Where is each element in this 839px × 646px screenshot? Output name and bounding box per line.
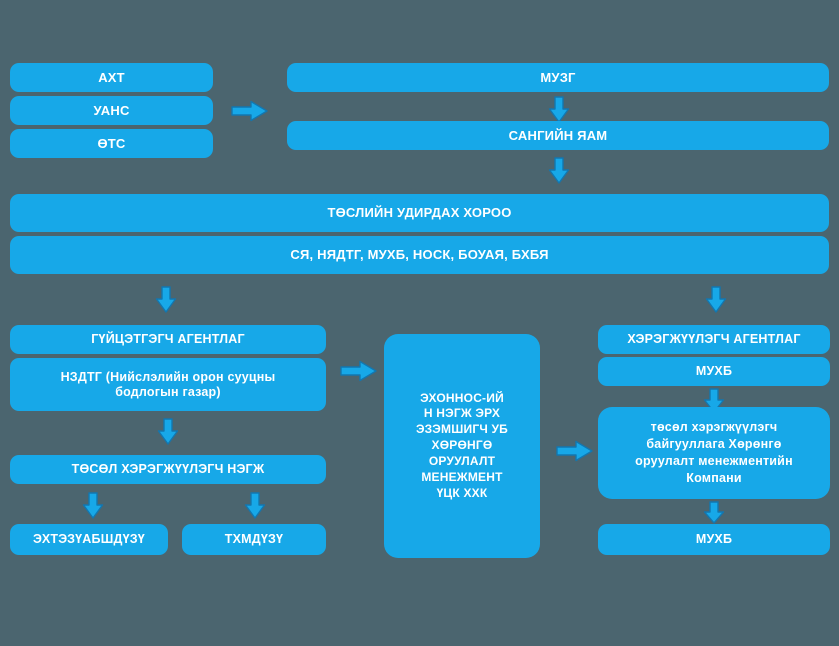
node-uans[interactable]: УАНС xyxy=(10,96,213,125)
arrow-right-icon-center-to-company xyxy=(556,440,594,462)
node-executing-agency[interactable]: ГҮЙЦЭТГЭГЧ АГЕНТЛАГ xyxy=(10,325,326,354)
arrow-down-icon-to-heregjuulegch xyxy=(705,286,727,314)
arrow-right-icon-to-center xyxy=(340,360,378,382)
node-ots[interactable]: ӨТС xyxy=(10,129,213,158)
node-project-implementing-company[interactable]: төсөл хэрэгжүүлэгч байгууллага Хөрөнгө о… xyxy=(598,407,830,499)
node-aht[interactable]: АХТ xyxy=(10,63,213,92)
arrow-down-icon-to-guitsetgegch xyxy=(155,286,177,314)
arrow-down-icon-muzg-sangiin xyxy=(548,96,570,124)
arrow-down-icon-sangiin-horoo xyxy=(548,157,570,185)
node-sangiin-yam[interactable]: САНГИЙН ЯАМ xyxy=(287,121,829,150)
node-muzg[interactable]: МУЗГ xyxy=(287,63,829,92)
arrow-down-icon-negj-left-leaf xyxy=(82,492,104,520)
arrow-down-icon-nzdtg-negj xyxy=(157,418,179,446)
node-muhb-bottom[interactable]: МУХБ xyxy=(598,524,830,555)
arrow-down-icon-company-muhb xyxy=(703,501,725,525)
node-project-steering-committee[interactable]: ТӨСЛИЙН УДИРДАХ ХОРОО xyxy=(10,194,829,232)
arrow-down-icon-negj-right-leaf xyxy=(244,492,266,520)
node-thmduzu[interactable]: ТХМДҮЗҮ xyxy=(182,524,326,555)
node-implementing-agency[interactable]: ХЭРЭГЖҮҮЛЭГЧ АГЕНТЛАГ xyxy=(598,325,830,354)
node-ehtezuabshduzu[interactable]: ЭХТЭЗҮАБШДҮЗҮ xyxy=(10,524,168,555)
node-center-investment-company[interactable]: ЭХОННОС-ИЙ Н НЭГЖ ЭРХ ЭЗЭМШИГЧ УБ ХӨРӨНГ… xyxy=(384,334,540,558)
arrow-down-icon-muhb-company xyxy=(703,388,725,414)
node-nzdtg[interactable]: НЗДТГ (Нийслэлийн орон сууцны бодлогын г… xyxy=(10,358,326,411)
node-project-implementation-unit[interactable]: ТӨСӨЛ ХЭРЭГЖҮҮЛЭГЧ НЭГЖ xyxy=(10,455,326,484)
node-muhb-top[interactable]: МУХБ xyxy=(598,357,830,386)
node-agencies-list[interactable]: СЯ, НЯДТГ, МУХБ, НОСК, БОУАЯ, БХБЯ xyxy=(10,236,829,274)
arrow-right-icon-top xyxy=(231,100,269,122)
